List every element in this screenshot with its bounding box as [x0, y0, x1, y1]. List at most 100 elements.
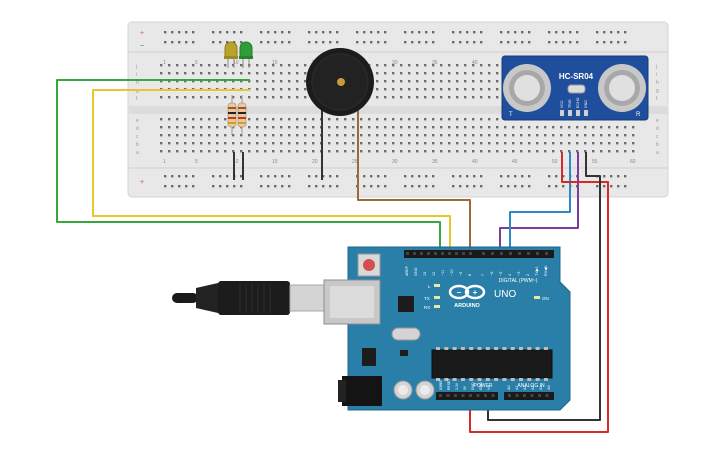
hole	[329, 175, 332, 178]
pin-label: 12	[432, 272, 436, 276]
led-label: L	[428, 284, 431, 289]
hole	[617, 175, 620, 178]
analog-header	[504, 392, 554, 400]
crystal-oscillator	[391, 327, 421, 341]
hole	[216, 64, 219, 67]
hole	[232, 142, 235, 145]
wire-purple[interactable]	[499, 152, 579, 260]
hole	[384, 185, 387, 188]
wire-black[interactable]	[487, 152, 601, 421]
hole	[502, 347, 507, 350]
hole	[552, 126, 555, 129]
resistor-1[interactable]	[227, 95, 237, 135]
hole	[416, 72, 419, 75]
capacitors	[393, 380, 435, 400]
hole	[160, 134, 163, 137]
wire-green[interactable]	[56, 79, 441, 260]
column-number: 25	[352, 159, 358, 165]
hole	[376, 134, 379, 137]
hole	[404, 175, 407, 178]
hole	[440, 150, 443, 153]
hole	[427, 252, 430, 255]
reset-button[interactable]	[363, 259, 375, 271]
hole	[272, 80, 275, 83]
hole	[328, 118, 331, 121]
hole	[480, 134, 483, 137]
pin-label: GND	[471, 382, 475, 390]
hole	[456, 126, 459, 129]
hole	[329, 31, 332, 34]
pin-label: Vin	[487, 385, 491, 390]
hole	[408, 142, 411, 145]
led-yellow[interactable]	[224, 41, 238, 68]
pin-label: 8	[468, 274, 472, 276]
usb-cable[interactable]	[172, 281, 325, 315]
hole	[368, 126, 371, 129]
dc-power-jack[interactable]	[342, 376, 382, 406]
hole	[535, 347, 540, 350]
led-green[interactable]	[239, 41, 253, 68]
hole	[418, 31, 421, 34]
hole	[248, 72, 251, 75]
hole	[185, 31, 188, 34]
hole	[296, 64, 299, 67]
resistor-2[interactable]	[237, 95, 247, 135]
buzzer[interactable]	[306, 48, 374, 180]
hole	[562, 41, 565, 44]
hole	[264, 134, 267, 137]
column-number: 60	[630, 159, 636, 165]
hole	[274, 31, 277, 34]
hole	[545, 394, 549, 397]
hole	[233, 31, 236, 34]
hole	[192, 31, 195, 34]
arduino-uno[interactable]: − + ARDUINO UNO L TX RX ON AREF GND 13 1…	[323, 246, 571, 411]
hole	[432, 126, 435, 129]
hole	[603, 41, 606, 44]
hole	[192, 64, 195, 67]
hole	[168, 80, 171, 83]
hole	[632, 126, 635, 129]
hole	[440, 72, 443, 75]
hole	[472, 126, 475, 129]
hole	[376, 80, 379, 83]
hole	[448, 142, 451, 145]
crystal	[567, 84, 586, 94]
pin-label: GND	[414, 267, 418, 276]
hole	[472, 96, 475, 99]
usb-plug-metal	[289, 284, 325, 312]
hole	[543, 378, 548, 381]
hole	[440, 96, 443, 99]
hole	[288, 72, 291, 75]
hole	[528, 41, 531, 44]
hole	[200, 64, 203, 67]
sensor-pin-label: TRIG	[568, 99, 572, 108]
hole	[555, 175, 558, 178]
hole	[464, 150, 467, 153]
hole	[452, 347, 457, 350]
hole	[452, 185, 455, 188]
hole	[440, 118, 443, 121]
hole	[510, 378, 515, 381]
rail-minus-mark: −	[140, 43, 144, 50]
hole	[472, 64, 475, 67]
hole	[456, 150, 459, 153]
wire-brown[interactable]	[357, 120, 471, 260]
ultrasonic-sensor[interactable]: HC-SR04 T R VCC TRIG ECHO GND	[501, 55, 649, 121]
hole	[264, 118, 267, 121]
hole	[370, 31, 373, 34]
hole	[552, 142, 555, 145]
hole	[600, 126, 603, 129]
hole	[312, 126, 315, 129]
hole	[288, 134, 291, 137]
hole	[322, 41, 325, 44]
hole	[192, 185, 195, 188]
hole	[413, 252, 416, 255]
hole	[304, 88, 307, 91]
hole	[459, 175, 462, 178]
hole	[568, 150, 571, 153]
wire-red[interactable]	[469, 152, 609, 433]
pin-label: TX▶1	[535, 266, 539, 276]
row-letter: g	[656, 88, 659, 94]
row-letter: f	[136, 96, 138, 102]
wire-yellow[interactable]	[92, 89, 451, 260]
